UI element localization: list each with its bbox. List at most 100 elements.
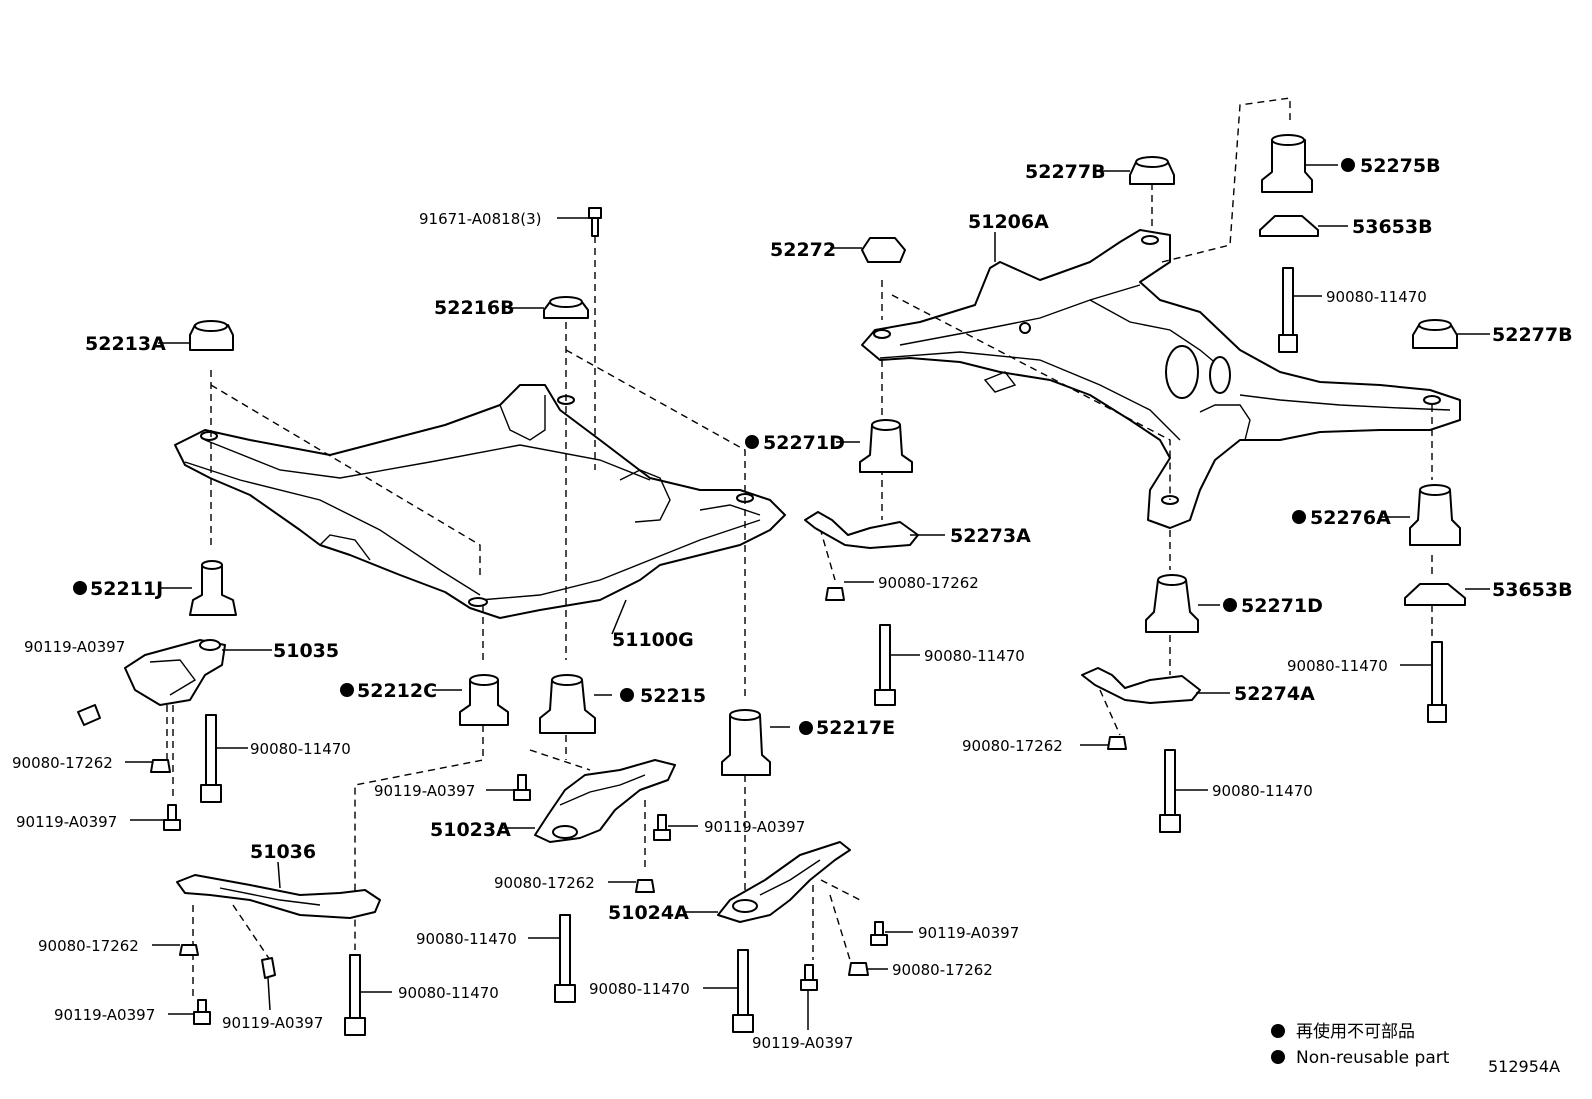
bolt-90119-h — [870, 921, 888, 946]
bolt-rear-top — [1278, 267, 1298, 353]
bushing-52212C — [459, 674, 509, 726]
bullet-52271D-a — [745, 435, 759, 449]
legend: 再使用不可部品 Non-reusable part — [1296, 1021, 1450, 1068]
bolt-90119-a — [77, 704, 101, 726]
legend-line-2: Non-reusable part — [1296, 1048, 1450, 1068]
label-52212C: 52212C — [357, 680, 437, 702]
nut-90080-17262-b — [635, 879, 655, 893]
dashed-connectors — [166, 97, 1433, 1000]
label-91671-A0818: 91671-A0818(3) — [419, 210, 541, 228]
bolt-90119-d — [653, 814, 671, 841]
label-90080-11470-h: 90080-11470 — [1212, 782, 1313, 800]
label-90080-17262-c: 90080-17262 — [38, 937, 139, 955]
label-52215: 52215 — [640, 685, 706, 707]
bullet-52215 — [620, 688, 634, 702]
label-52276A: 52276A — [1310, 507, 1391, 529]
label-90080-11470-b: 90080-11470 — [416, 930, 517, 948]
diagram-code: 512954A — [1488, 1057, 1560, 1076]
bolt-90119-e — [193, 999, 211, 1025]
bolt-90119-g — [800, 964, 818, 991]
label-90080-11470-g: 90080-11470 — [1287, 657, 1388, 675]
nut-90080-17262-c — [179, 944, 199, 956]
legend-line-1: 再使用不可部品 — [1296, 1021, 1415, 1042]
bullet-52271D-b — [1223, 598, 1237, 612]
bullet-52212C — [340, 683, 354, 697]
leader-lines — [125, 164, 1490, 1030]
bracket-52273A — [804, 511, 919, 549]
label-90080-11470-d: 90080-11470 — [589, 980, 690, 998]
bracket-51035 — [124, 639, 226, 706]
bolt-90080-11470-b — [554, 914, 576, 1003]
label-90080-17262-f: 90080-17262 — [962, 737, 1063, 755]
bolt-90080-11470-f — [874, 624, 896, 706]
arm-51023A — [534, 759, 676, 843]
bullet-52275B — [1341, 158, 1355, 172]
nut-90080-17262-d — [848, 962, 869, 976]
stopper-53653B-top — [1259, 215, 1319, 237]
label-90080-11470-c: 90080-11470 — [398, 984, 499, 1002]
legend-bullet-1 — [1271, 1024, 1285, 1038]
stopper-53653B-bottom — [1404, 583, 1466, 606]
bushing-52215 — [539, 674, 596, 734]
label-90119-A0397-e: 90119-A0397 — [54, 1006, 155, 1024]
nut-90080-17262-f — [1107, 736, 1127, 750]
label-90119-A0397-f: 90119-A0397 — [222, 1014, 323, 1032]
label-90080-17262-d: 90080-17262 — [892, 961, 993, 979]
label-51035: 51035 — [273, 640, 339, 662]
bolt-90119-f — [261, 957, 276, 979]
label-53653B-b: 53653B — [1492, 579, 1573, 601]
front-subframe — [174, 384, 786, 619]
bushing-52275B — [1261, 134, 1313, 193]
label-51036: 51036 — [250, 841, 316, 863]
label-90119-A0397-g: 90119-A0397 — [752, 1034, 853, 1052]
arm-51024A — [717, 841, 851, 923]
rear-subframe — [861, 229, 1461, 529]
label-90080-17262-b: 90080-17262 — [494, 874, 595, 892]
bracket-52274A — [1081, 667, 1201, 704]
label-52213A: 52213A — [85, 333, 166, 355]
label-51100G: 51100G — [612, 629, 694, 651]
nut-52272 — [861, 237, 906, 263]
label-52274A: 52274A — [1234, 683, 1315, 705]
mount-52277B-right — [1412, 319, 1458, 349]
label-52272: 52272 — [770, 239, 836, 261]
bullet-52276A — [1292, 510, 1306, 524]
label-90119-A0397-c: 90119-A0397 — [374, 782, 475, 800]
label-52211J: 52211J — [90, 578, 163, 600]
label-52273A: 52273A — [950, 525, 1031, 547]
mount-52213A — [189, 320, 234, 351]
bolt-90080-11470-d — [732, 949, 754, 1033]
label-90080-11470-a: 90080-11470 — [250, 740, 351, 758]
bullet-52217E — [799, 721, 813, 735]
label-52277B-a: 52277B — [1025, 161, 1106, 183]
label-90080-11470-e: 90080-11470 — [1326, 288, 1427, 306]
bolt-90080-11470-c — [344, 954, 366, 1036]
bolt-90080-11470-a — [200, 714, 222, 803]
mount-52277B-top — [1129, 156, 1175, 185]
bolt-90119-c — [513, 774, 531, 801]
label-52271D-a: 52271D — [763, 432, 845, 454]
bushing-52211J — [189, 560, 237, 616]
non-reusable-bullets — [73, 158, 1355, 1064]
bushing-52271D-b — [1145, 574, 1199, 633]
label-52275B: 52275B — [1360, 155, 1441, 177]
label-52271D-b: 52271D — [1241, 595, 1323, 617]
label-51024A: 51024A — [608, 902, 689, 924]
legend-bullet-2 — [1271, 1050, 1285, 1064]
bullet-52211J — [73, 581, 87, 595]
label-51206A: 51206A — [968, 211, 1049, 233]
label-90080-17262-e: 90080-17262 — [878, 574, 979, 592]
label-53653B-a: 53653B — [1352, 216, 1433, 238]
nut-90080-17262-a — [150, 759, 171, 773]
label-90119-A0397-b: 90119-A0397 — [16, 813, 117, 831]
bolt-90080-11470-h — [1159, 749, 1181, 833]
bushing-52271D-a — [859, 419, 913, 473]
part-labels: 91671-A0818(3) 52216B 52213A 52211J 5103… — [12, 155, 1573, 1052]
label-90080-11470-f: 90080-11470 — [924, 647, 1025, 665]
label-51023A: 51023A — [430, 819, 511, 841]
label-90119-A0397-a: 90119-A0397 — [24, 638, 125, 656]
bushing-52217E — [721, 709, 771, 776]
label-90080-17262-a: 90080-17262 — [12, 754, 113, 772]
arm-51036 — [176, 874, 381, 919]
bolt-90119-b — [163, 804, 181, 831]
